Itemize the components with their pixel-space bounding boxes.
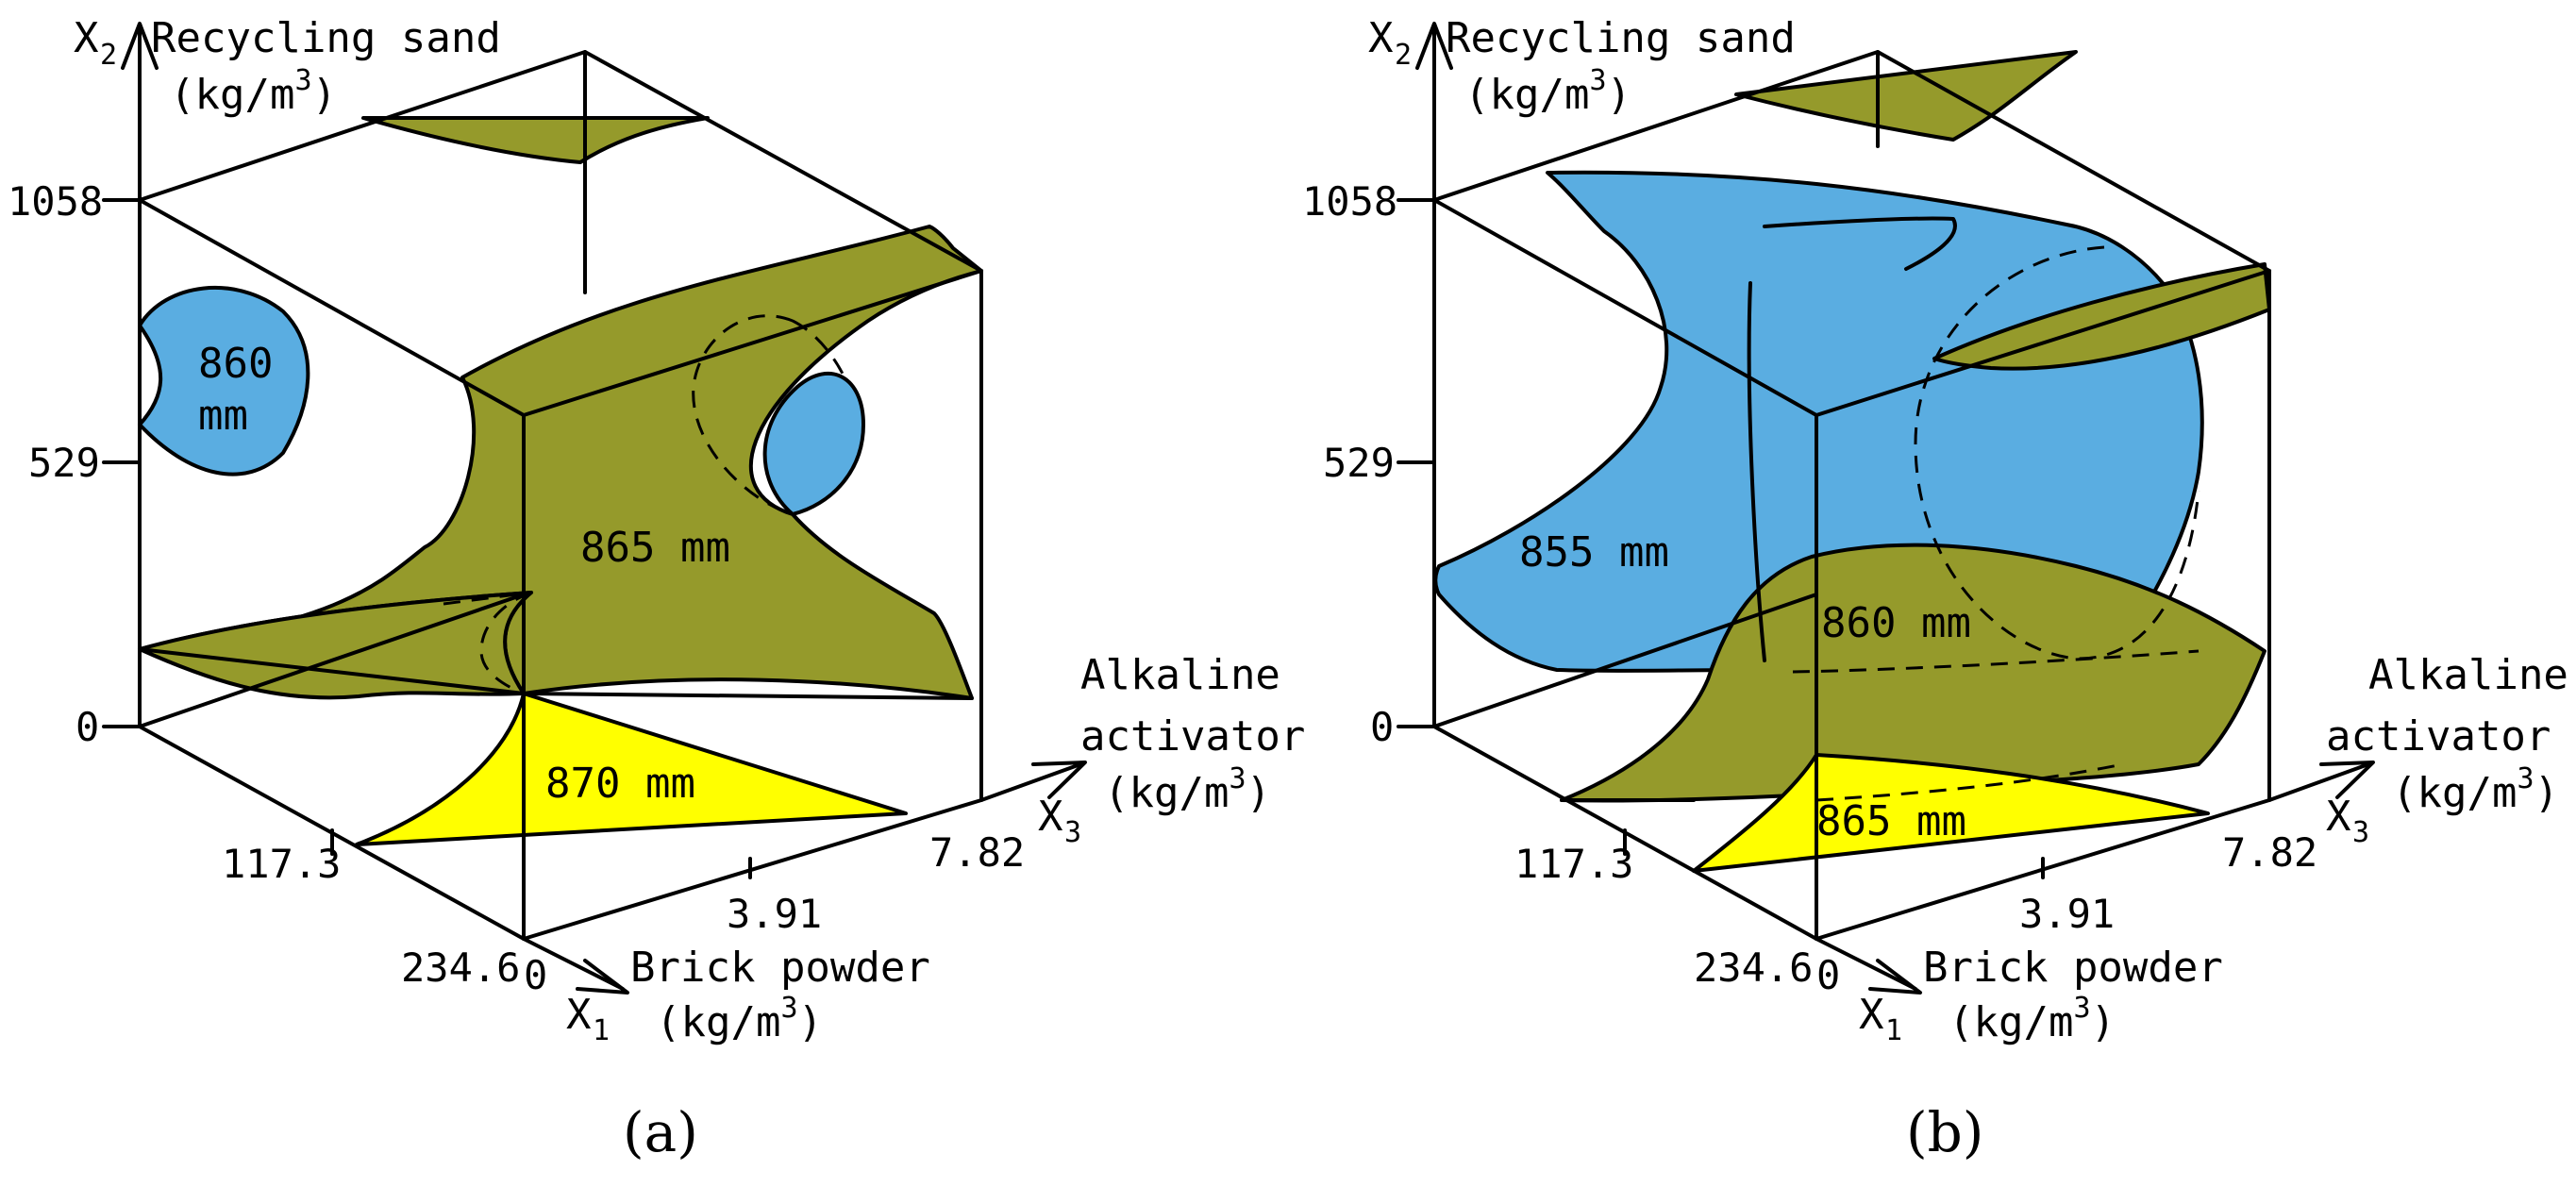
x1-axis-letter-b: X [1859,991,1884,1039]
x1-axis-arrow-b [1815,937,1922,995]
x2-axis-name-a: Recycling sand [151,14,501,62]
hidden-contour-b [1914,245,2200,660]
x3-tick-782-b: 7.82 [2222,829,2317,876]
hidden-edge-bottom [443,591,532,606]
cube-frame-a [138,50,983,941]
x3-axis-name2-b: activator [2326,712,2551,761]
x1-axis-unit-a: (kg/m3) [656,992,823,1046]
x2-axis-letter-a: X [74,14,99,62]
x3-tick-391-a: 3.91 [727,891,822,937]
x1-tick-0-b: 0 [1816,952,1840,998]
x3-axis-letter-a: X [1038,793,1063,841]
x2-tick-529-b: 529 [1323,440,1395,486]
x2-tick-1058-b: 1058 [1302,178,1397,225]
x2-ticks-b [1397,198,1436,728]
x3-axis-sub-a: 3 [1064,816,1081,849]
hidden-contour-right [692,314,846,516]
x2-axis-sub-a: 2 [100,39,117,72]
x3-axis-name1-b: Alkaline [2368,651,2568,699]
hidden-edge-b [1792,649,2200,674]
x1-axis-name-a: Brick powder [630,944,930,992]
zone-label-865-a: 865 mm [580,524,730,572]
x1-axis-arrow-a [522,937,629,995]
x1-tick-0-a: 0 [524,952,547,998]
x2-axis-sub-b: 2 [1395,39,1412,72]
caption-b: (b) [1906,1100,1983,1164]
surface-top-sliver-b [1734,50,2078,142]
zone-label-860-unit-a: mm [198,392,248,440]
surface-870 [355,692,908,846]
hidden-contour-left [479,591,532,695]
caption-a: (a) [623,1100,698,1164]
zone-label-870-a: 870 mm [545,760,695,808]
x1-axis-name-b: Brick powder [1923,944,2223,992]
surface-860-left [138,285,310,476]
x2-tick-1058-a: 1058 [8,178,103,225]
x2-axis-unit-b: (kg/m3) [1464,64,1631,119]
x2-tick-529-a: 529 [28,440,100,486]
x2-tick-0-b: 0 [1370,704,1394,750]
hidden-edge-yellow-b [1815,762,2124,802]
x2-axis-name-b: Recycling sand [1446,14,1796,62]
x3-axis-sub-b: 3 [2352,816,2369,849]
x1-tick-234-b: 234.6 [1694,945,1813,991]
zone-label-860-value-a: 860 [198,340,273,388]
x1-axis-letter-a: X [566,991,592,1039]
surface-865-lower-wing [138,591,533,700]
x1-tick-117-a: 117.3 [222,841,341,887]
x3-axis-unit-b: (kg/m3) [2392,762,2559,817]
x1-tick-234-a: 234.6 [401,945,520,991]
x3-axis-letter-b: X [2326,793,2351,841]
surface-wedge-right-b [1932,262,2271,371]
x2-axis-unit-a: (kg/m3) [170,64,337,119]
x2-axis-arrow-a [121,22,159,202]
x3-axis-arrow-a [979,761,1087,802]
x2-axis-arrow-b [1415,22,1453,202]
x3-axis-arrow-b [2267,761,2375,802]
x3-axis-name1-a: Alkaline [1080,651,1280,699]
panel-b: X 2 Recycling sand (kg/m3) 1058 529 0 11… [1302,14,2568,1164]
zone-label-860-b: 860 mm [1821,599,1971,647]
x1-axis-unit-b: (kg/m3) [1949,992,2116,1046]
zone-label-855-b: 855 mm [1519,528,1669,577]
x1-tick-117-b: 117.3 [1514,841,1633,887]
x3-tick-782-a: 7.82 [929,829,1025,876]
x2-ticks-a [102,198,142,728]
surface-860-right [762,371,865,516]
x2-tick-0-a: 0 [75,704,99,750]
x1-axis-sub-a: 1 [593,1014,610,1047]
surface-865-top-sliver [361,116,710,164]
surface-865-b [1692,753,2210,873]
x3-tick-391-b: 3.91 [2019,891,2115,937]
x3-axis-name2-a: activator [1080,712,1305,761]
zone-label-865-b: 865 mm [1816,797,1966,845]
x1-axis-sub-b: 1 [1885,1014,1902,1047]
x3-axis-unit-a: (kg/m3) [1104,762,1271,817]
panel-a: X 2 Recycling sand (kg/m3) 1058 529 0 11… [8,14,1305,1164]
x2-axis-letter-b: X [1368,14,1394,62]
